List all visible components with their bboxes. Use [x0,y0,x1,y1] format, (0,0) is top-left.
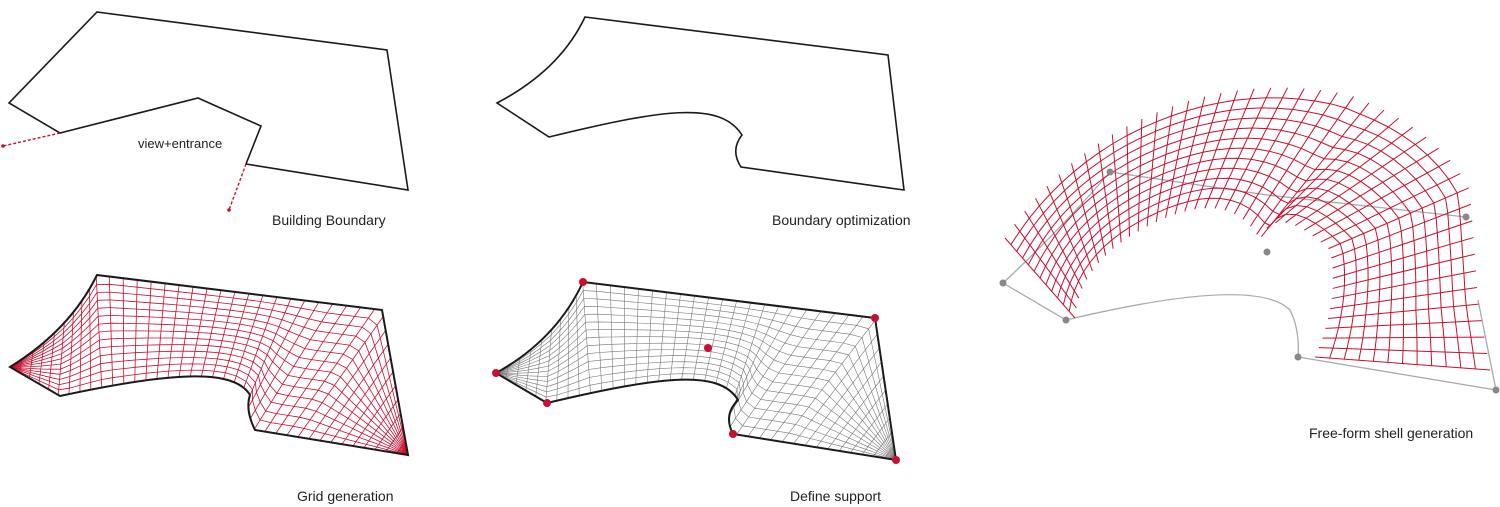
mesh-line [9,357,409,456]
mesh-line [495,321,897,461]
mesh-line [1033,137,1418,365]
mesh-line [1057,177,1369,361]
mesh-line [495,329,897,461]
mesh-line [9,366,409,456]
shell-support-point [1263,248,1271,256]
entrance-arrow-tip [227,208,231,212]
grid-boundary-outline [8,273,410,457]
building-boundary-drawing [1,11,409,212]
shell-support-point [1106,168,1114,176]
shell-generation-title: Free-form shell generation [1309,425,1474,441]
support-points [492,278,900,464]
mesh-line [9,330,409,456]
view-entrance-label: view+entrance [138,136,223,151]
mesh-line [9,350,409,456]
mesh-line [495,290,897,461]
shell-support-point [1294,353,1302,361]
shell-supports [999,168,1500,394]
mesh-line [9,314,409,456]
optimized-boundary-outline [495,16,905,191]
support-boundary-outline [493,280,898,462]
mesh-line [1062,187,1357,360]
shell-support-point [1492,386,1500,394]
mesh-line [1022,117,1447,367]
support-point [543,399,551,407]
mesh-line [9,299,409,456]
mesh-line [1068,197,1346,359]
building-boundary-title: Building Boundary [272,212,386,228]
mesh-line [9,307,409,456]
shell-support-point [1462,213,1470,221]
mesh-line [495,361,897,461]
view-arrow-tip [1,144,5,148]
mesh-line [495,355,897,461]
grid-generation-mesh [9,276,409,456]
shell-support-point [1062,316,1070,324]
mesh-line [9,291,409,456]
mesh-line [9,363,409,456]
building-boundary-outline [7,11,409,191]
support-point [729,430,737,438]
support-point [892,456,900,464]
mesh-line [1016,107,1462,368]
mesh-line [495,313,897,461]
boundary-optimization-title: Boundary optimization [772,212,911,228]
entrance-arrow [228,163,247,211]
support-point [579,278,587,286]
support-point [704,344,712,352]
mesh-line [495,349,897,461]
mesh-line [1045,157,1393,363]
view-arrow [2,132,61,147]
mesh-line [495,367,897,461]
mesh-line [9,337,409,456]
shell-mesh [1004,87,1491,371]
support-point [871,314,879,322]
mesh-line [1051,167,1381,362]
support-point [492,369,500,377]
mesh-line [1010,97,1476,369]
grid-generation-title: Grid generation [297,488,394,504]
mesh-line [1027,127,1433,366]
mesh-line [9,283,409,456]
mesh-line [495,342,897,461]
mesh-line [495,306,897,461]
define-support-title: Define support [790,488,882,504]
shell-support-point [999,279,1007,287]
mesh-line [9,322,409,456]
mesh-line [495,298,897,461]
mesh-line [495,372,897,461]
support-mesh [495,282,897,461]
mesh-line [495,336,897,461]
mesh-line [9,344,409,456]
mesh-line [1039,147,1405,364]
